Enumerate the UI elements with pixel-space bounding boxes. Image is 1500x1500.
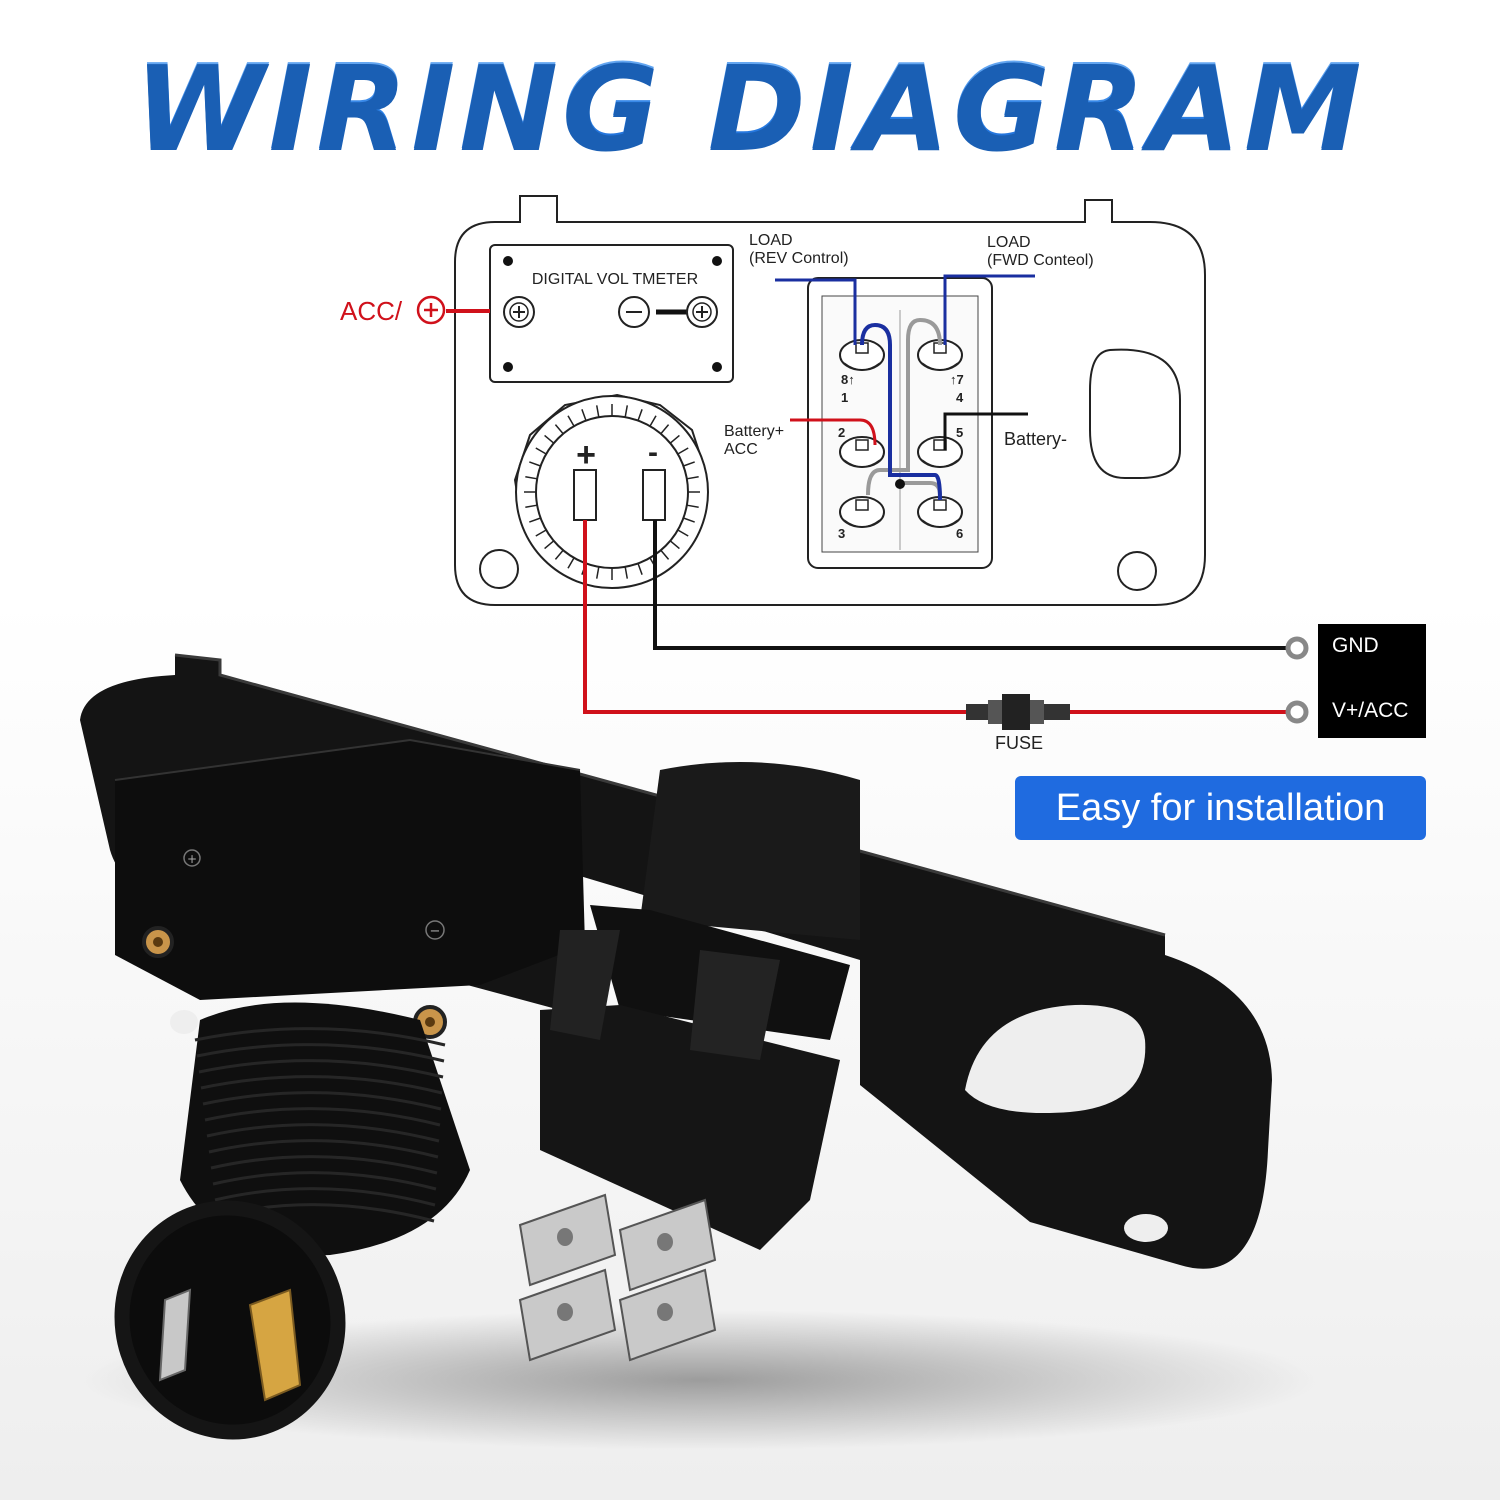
pin-6-label: 6	[956, 526, 963, 541]
voltmeter: DIGITAL VOL TMETER	[489, 244, 734, 383]
product-photo: + −	[80, 653, 1320, 1450]
pin-8-label: 8↑	[841, 372, 855, 387]
panel-cutout	[1089, 348, 1181, 479]
socket-plus-terminal	[573, 469, 597, 521]
load-fwd-sub-label: (FWD Conteol)	[987, 252, 1094, 269]
pin-5-label: 5	[956, 425, 963, 440]
switch-spade-terminal-4	[618, 1268, 717, 1362]
power-socket: + -	[513, 393, 709, 589]
switch-pin-6	[917, 496, 963, 528]
pin-1-label: 1	[841, 390, 848, 405]
load-fwd-label: LOAD	[987, 234, 1031, 251]
acc-input: ACC/	[340, 295, 490, 326]
switch-spade-terminal-2	[518, 1268, 617, 1362]
gnd-wire	[653, 520, 1290, 650]
vacc-label: V+/ACC	[1332, 699, 1409, 722]
socket-plus-label: +	[576, 436, 596, 474]
battery-plus-wire	[790, 418, 877, 446]
load-fwd-wire	[943, 274, 1035, 345]
voltmeter-plus-terminal	[503, 296, 535, 328]
pin-2-label: 2	[838, 425, 845, 440]
power-source-box: GND V+/ACC	[1318, 624, 1426, 738]
pin-4-label: 4	[956, 390, 964, 405]
rocker-switch: 8↑ 1 ↑7 4 2 5 3 6	[807, 277, 993, 569]
load-rev-wire	[775, 278, 857, 345]
voltmeter-minus-mark: −	[430, 924, 441, 939]
load-rev-label: LOAD	[749, 232, 793, 249]
switch-pin-5	[839, 496, 885, 528]
mount-hole-right	[1117, 551, 1157, 591]
voltmeter-plus-terminal-2	[686, 296, 718, 328]
switch-spade-terminal-3	[618, 1198, 717, 1292]
panel-outline	[454, 195, 1206, 606]
pin-7-label: ↑7	[950, 372, 964, 387]
socket-minus-label: -	[648, 436, 658, 469]
socket-minus-terminal	[642, 469, 666, 521]
pin-3-label: 3	[838, 526, 845, 541]
vacc-terminal	[1285, 700, 1309, 724]
mount-hole-left	[479, 549, 519, 589]
switch-pin-3	[839, 436, 885, 468]
battery-plus-label: Battery+	[724, 423, 784, 440]
voltmeter-plus-mark: +	[187, 852, 197, 866]
load-rev-sub-label: (REV Control)	[749, 250, 849, 267]
battery-minus-wire	[943, 412, 1028, 450]
gnd-terminal	[1285, 636, 1309, 660]
easy-install-badge: Easy for installation	[1015, 776, 1426, 840]
gnd-label: GND	[1332, 634, 1379, 657]
acc-input-label: ACC/	[340, 296, 403, 326]
fuse-icon	[966, 694, 1070, 730]
battery-plus-sub-label: ACC	[724, 441, 758, 458]
diagram-title: WIRING DIAGRAM	[0, 38, 1500, 176]
vacc-wire	[583, 520, 1290, 714]
switch-pin-4	[917, 436, 963, 468]
voltmeter-minus-terminal	[618, 296, 650, 328]
fuse-label: FUSE	[995, 733, 1043, 753]
battery-minus-label: Battery-	[1004, 429, 1067, 449]
switch-spade-terminal-1	[518, 1193, 617, 1287]
voltmeter-label: DIGITAL VOL TMETER	[532, 271, 698, 288]
acc-plus-icon	[416, 295, 446, 325]
